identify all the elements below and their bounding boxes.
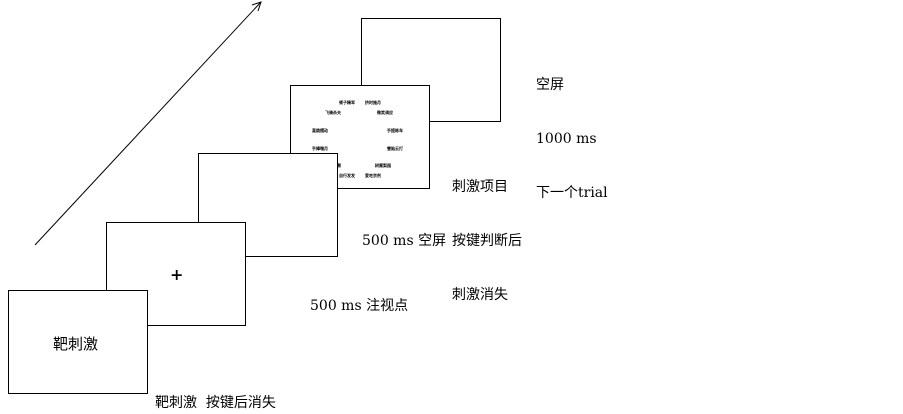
caption-line: 按键判断后 [452, 233, 522, 249]
stimulus-word: 自行发发 [339, 173, 355, 178]
stimulus-word: 挤时施月 [365, 100, 381, 105]
stimulus-word: 微笑调应 [377, 110, 393, 115]
caption-line: 1000 ms [536, 131, 597, 147]
stimulus-word: 顿子精军 [339, 100, 355, 105]
stimulus-caption: 刺激项目 按键判断后 刺激消失 [452, 142, 522, 322]
stimulus-frame: 顿子精军 挤时施月 飞骑杀夫 微笑调应 直跳摆动 手提练车 手捧喘月 雪陷云打 … [290, 85, 430, 189]
fixation-frame: + [106, 222, 246, 326]
target-text: 靶刺激 [53, 335, 99, 353]
blank1-caption: 500 ms 空屏 [362, 233, 447, 249]
blank2-caption: 空屏 1000 ms 下一个trial [536, 40, 608, 220]
stimulus-word: 手捧喘月 [312, 146, 328, 151]
stimulus-word: 树阑梨园 [375, 163, 391, 168]
stimulus-word: 雪陷云打 [387, 146, 403, 151]
stimulus-word: 颗 [337, 163, 341, 168]
target-frame: 靶刺激 [8, 290, 148, 394]
caption-line: 刺激项目 [452, 179, 508, 195]
stimulus-word: 爱吃京剂 [365, 173, 381, 178]
fixation-caption: 500 ms 注视点 [310, 298, 409, 314]
caption-line: 空屏 [536, 77, 564, 93]
stimulus-word: 飞骑杀夫 [325, 110, 341, 115]
stimulus-word: 手提练车 [387, 128, 403, 133]
caption-line: 下一个trial [536, 185, 608, 201]
blank-screen-frame-2 [361, 18, 501, 122]
caption-line: 刺激消失 [452, 287, 508, 303]
fixation-cross: + [170, 265, 184, 284]
target-caption: 靶刺激 按键后消失 [155, 395, 276, 411]
stimulus-word: 直跳摆动 [312, 128, 328, 133]
